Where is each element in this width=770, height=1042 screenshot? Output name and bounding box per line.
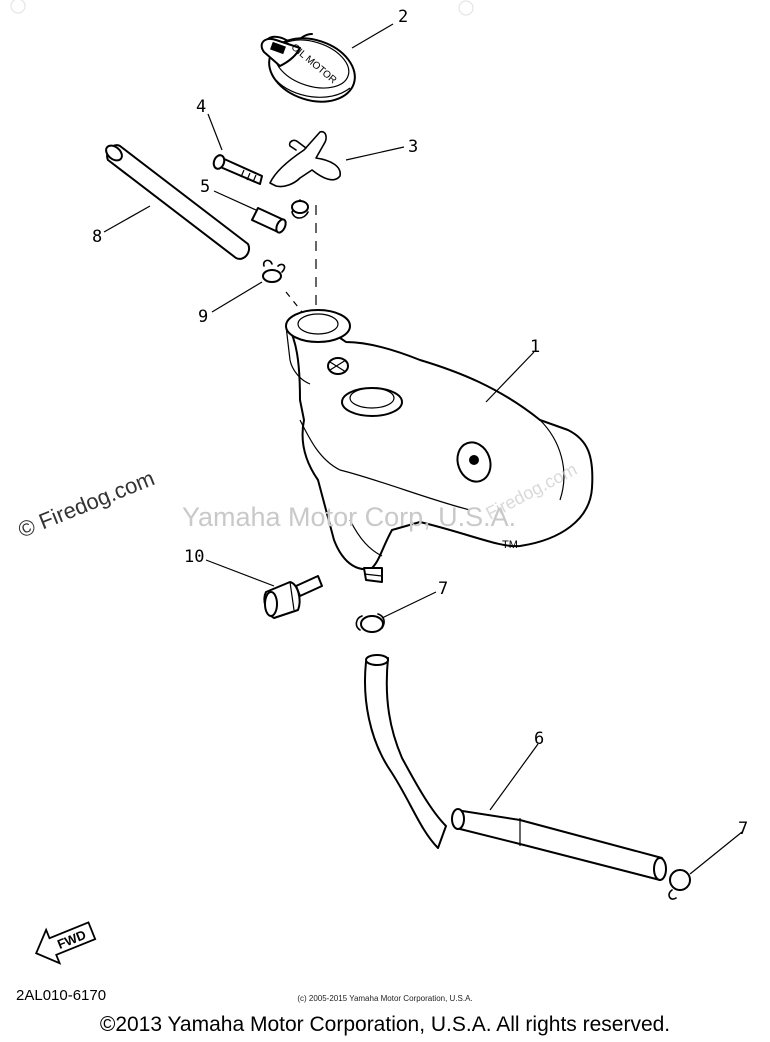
- callout-5: 5: [200, 177, 210, 197]
- callout-4: 4: [196, 97, 206, 117]
- callouts: 2 3 4 5 8 9 1 10 7 6 7: [92, 7, 748, 839]
- hose-upper: [105, 144, 250, 260]
- small-copyright: (c) 2005-2015 Yamaha Motor Corporation, …: [297, 994, 472, 1003]
- firedog-watermark: © Firedog.com: [15, 465, 158, 542]
- drain-bolt: [263, 575, 323, 619]
- clamp-middle: [355, 613, 385, 633]
- callout-10: 10: [184, 547, 204, 567]
- footer-copyright: ©2013 Yamaha Motor Corporation, U.S.A. A…: [100, 1013, 670, 1036]
- leader-lines: [103, 23, 743, 875]
- callout-3: 3: [408, 137, 418, 157]
- callout-7-upper: 7: [438, 579, 448, 599]
- callout-6: 6: [534, 729, 544, 749]
- oil-cap: OIL MOTOR: [260, 33, 356, 103]
- forward-arrow-icon: FWD: [35, 921, 97, 965]
- corner-watermarks: [10, 0, 474, 16]
- collar: [251, 207, 287, 234]
- bracket-clip: [269, 130, 341, 219]
- tank-mark: TM: [502, 539, 518, 551]
- callout-7-lower: 7: [738, 819, 748, 839]
- callout-8: 8: [92, 227, 102, 247]
- diagram-code: 2AL010-6170: [16, 987, 106, 1004]
- callout-2: 2: [398, 7, 408, 27]
- clamp-lower: [668, 869, 691, 900]
- callout-9: 9: [198, 307, 208, 327]
- yamaha-watermark: Yamaha Motor Corp, U.S.A.: [182, 502, 516, 532]
- bolt: [212, 154, 263, 185]
- hose-lower: [364, 654, 667, 881]
- callout-1: 1: [530, 337, 540, 357]
- clamp-upper: [262, 259, 286, 283]
- oil-tank: TM: [285, 309, 594, 583]
